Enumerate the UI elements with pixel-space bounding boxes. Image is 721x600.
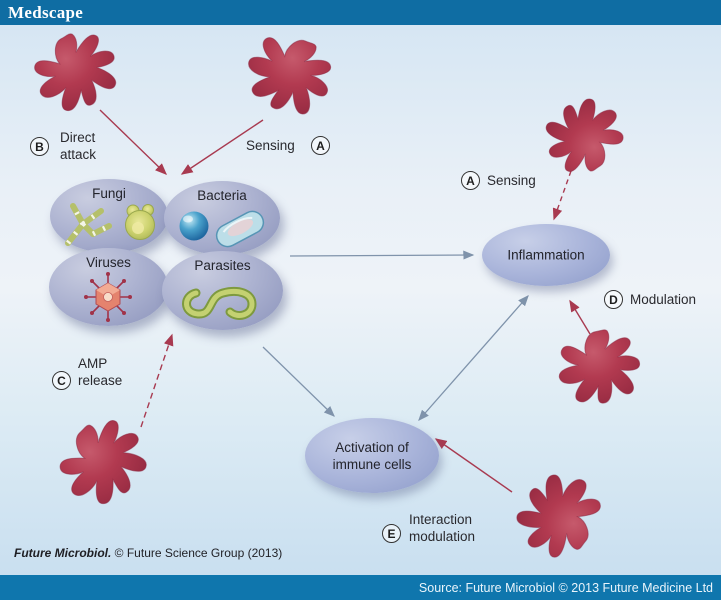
arrow-sensing-right [552,170,572,221]
immune-cell-right-middle-icon [552,322,645,412]
activation-label-line2: immune cells [332,456,412,472]
amp-release-line2: release [78,373,123,388]
node-bacteria: Bacteria [164,181,280,255]
inflammation-label: Inflammation [507,247,585,263]
badge-A-right-letter: A [466,173,475,188]
immune-cell-bottom-left-icon [48,409,157,515]
badge-D: D [604,290,623,309]
immune-cell-right-top-icon [539,93,630,180]
modulation-label: Modulation [630,292,697,307]
medscape-logo: Medscape [8,2,84,22]
coccus-bacterium-icon [179,211,209,241]
capsule-bacterium-icon [215,210,265,248]
immune-cell-top-center-icon [232,25,347,131]
arrow-inflammation-activation-bidirectional [418,295,529,421]
arrow-modulation [569,299,591,335]
budding-yeast-icon [125,204,155,240]
badge-B-letter: B [35,139,44,154]
fungi-icon [65,203,155,246]
immune-cell-bottom-right-icon [504,461,615,570]
badge-E-letter: E [387,526,396,541]
badge-D-letter: D [609,292,618,307]
header-bar: Medscape [0,0,721,25]
arrow-direct-attack [99,109,168,175]
immune-cell-top-left-icon [30,27,122,116]
arrow-amp-release [140,333,174,428]
fungi-label: Fungi [92,186,126,201]
parasites-label: Parasites [194,258,251,273]
node-fungi: Fungi [50,179,168,253]
arrow-pathogens-to-activation [262,346,335,417]
node-activation: Activation of immune cells [305,418,439,493]
node-inflammation: Inflammation [482,224,610,286]
caption-rest: © Future Science Group (2013) [111,546,283,560]
diagram-overlay [30,25,645,570]
badge-A-top-letter: A [316,138,325,153]
interaction-modulation-line1: Interaction [409,512,473,527]
direct-attack-line2: attack [60,147,97,162]
node-viruses: Viruses [49,248,168,326]
sensing-right-label: Sensing [487,173,536,188]
direct-attack-label: Direct attack [60,129,96,163]
interaction-modulation-label: Interaction modulation [409,511,475,545]
node-parasites: Parasites [162,251,283,330]
diagram-canvas: Fungi [0,25,721,575]
arrow-pathogens-to-inflammation [289,250,475,260]
badge-A-top: A [311,136,330,155]
amp-release-label: AMP release [78,355,122,389]
activation-label: Activation of immune cells [305,439,439,473]
fungal-hyphae-icon [65,203,112,246]
interaction-modulation-line2: modulation [409,529,476,544]
badge-C-letter: C [57,373,66,388]
parasite-worm-icon [182,286,257,320]
caption-journal: Future Microbiol. [14,546,112,560]
source-text: Source: Future Microbiol © 2013 Future M… [418,580,713,595]
sensing-top-label: Sensing [246,138,295,153]
bacteria-icon [179,210,265,248]
badge-A-right: A [461,171,480,190]
virus-icon [84,272,132,322]
direct-attack-line1: Direct [60,130,96,145]
source-bar: Source: Future Microbiol © 2013 Future M… [0,575,721,600]
badge-C: C [52,371,71,390]
viruses-label: Viruses [86,255,131,270]
arrow-sensing-top [180,119,264,175]
bacteria-label: Bacteria [197,188,247,203]
amp-release-line1: AMP [78,356,108,371]
badge-E: E [382,524,401,543]
activation-label-line1: Activation of [335,439,409,455]
badge-B: B [30,137,49,156]
figure-caption: Future Microbiol. © Future Science Group… [14,546,282,560]
arrow-interaction-modulation [434,438,513,493]
